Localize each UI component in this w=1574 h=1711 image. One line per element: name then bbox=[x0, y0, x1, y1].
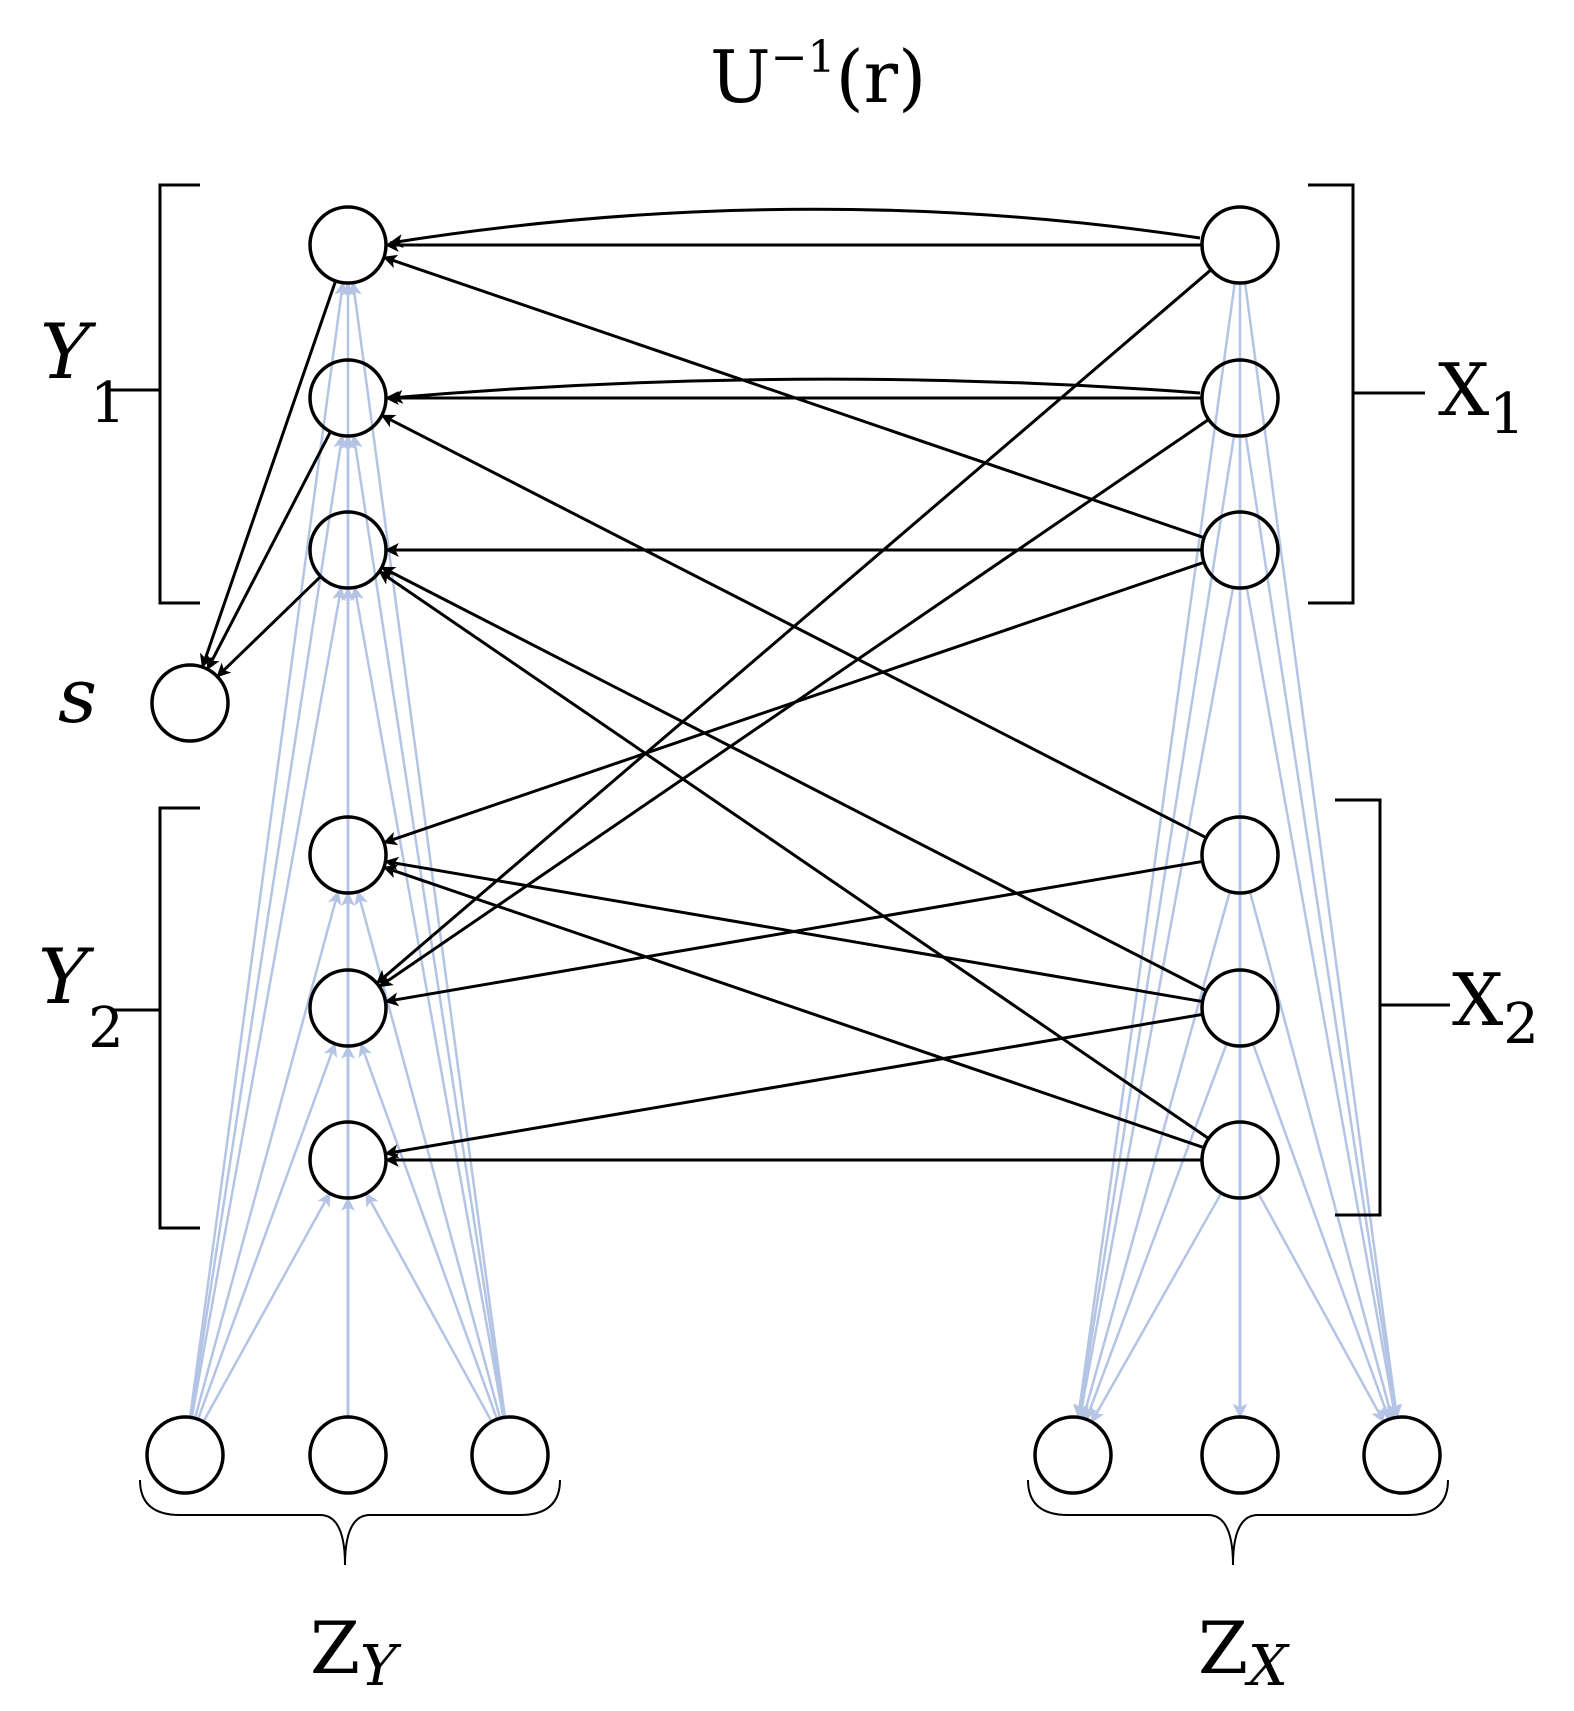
node-zy1 bbox=[145, 1415, 225, 1495]
node-y1a bbox=[308, 205, 388, 285]
node-x2b bbox=[1200, 968, 1280, 1048]
node-zy3 bbox=[470, 1415, 550, 1495]
latent-edge-x1a-zx1 bbox=[1073, 282, 1237, 1419]
edge-y1c-s bbox=[216, 575, 322, 678]
edge-x2b-y1c bbox=[380, 566, 1207, 992]
node-s bbox=[150, 663, 230, 743]
label-y2: Y2 bbox=[38, 932, 124, 1061]
title-base: U bbox=[710, 35, 771, 119]
latent-edge-x2a-zx3 bbox=[1248, 891, 1396, 1420]
label-zx: ZX bbox=[1198, 1606, 1290, 1699]
node-zx2 bbox=[1200, 1415, 1280, 1495]
latent-edge-x2c-zx1 bbox=[1090, 1192, 1223, 1423]
bracket-x2 bbox=[1335, 798, 1450, 1217]
edge-curve-x1a-y1a bbox=[388, 207, 1201, 248]
label-s: s bbox=[58, 651, 97, 740]
node-y1b bbox=[308, 358, 388, 438]
edge-y1b-s bbox=[206, 431, 332, 671]
label-x2: X2 bbox=[1452, 958, 1539, 1057]
bracket-y1 bbox=[110, 183, 200, 605]
latent-edge-zy1-y2a bbox=[193, 890, 342, 1419]
latent-edge-zy3-y2b bbox=[358, 1042, 499, 1420]
edge-x2a-y1b bbox=[380, 413, 1207, 840]
bracket-x1 bbox=[1308, 183, 1425, 605]
latent-edge-x1c-zx3 bbox=[1245, 587, 1400, 1419]
latent-edge-zy3-y1c bbox=[350, 586, 505, 1418]
brackets bbox=[110, 183, 1450, 1566]
edge-x2c-y2a bbox=[382, 864, 1205, 1150]
edge-x2c-y1c bbox=[378, 570, 1210, 1140]
latent-edge-x1a-zx3 bbox=[1243, 282, 1403, 1419]
latent-edge-zy1-y1a bbox=[188, 281, 349, 1418]
label-y1: Y1 bbox=[40, 307, 126, 436]
brace-zy bbox=[139, 1479, 561, 1566]
latent-edge-x2c-zx3 bbox=[1257, 1192, 1385, 1423]
edge-x1c-y2a bbox=[382, 560, 1205, 846]
edge-x1c-y1a bbox=[382, 254, 1205, 540]
node-y2a bbox=[308, 815, 388, 895]
node-y2b bbox=[308, 968, 388, 1048]
title-superscript: −1 bbox=[771, 32, 836, 83]
latent-edge-zy3-y1b bbox=[348, 434, 506, 1418]
causal-edge-group bbox=[199, 238, 1213, 1167]
node-x2c bbox=[1200, 1120, 1280, 1200]
latent-edge-x1b-zx1 bbox=[1074, 435, 1236, 1419]
brace-zx bbox=[1027, 1479, 1449, 1566]
diagram-title: U−1(r) bbox=[710, 32, 926, 119]
node-group bbox=[145, 205, 1442, 1495]
edge-x2b-y2a bbox=[384, 856, 1203, 1004]
latent-edge-zy3-y1a bbox=[347, 281, 507, 1418]
latent-edge-x2b-zx3 bbox=[1251, 1043, 1392, 1421]
node-x1a bbox=[1200, 205, 1280, 285]
node-y1c bbox=[308, 510, 388, 590]
bracket-y2 bbox=[110, 806, 200, 1230]
latent-edge-zy1-y2c bbox=[202, 1192, 331, 1423]
node-y2c bbox=[308, 1120, 388, 1200]
label-zy: ZY bbox=[310, 1606, 402, 1699]
node-zx3 bbox=[1362, 1415, 1442, 1495]
node-zx1 bbox=[1033, 1415, 1113, 1495]
latent-edge-zy1-y2b bbox=[196, 1042, 338, 1420]
node-x1c bbox=[1200, 510, 1280, 590]
latent-edge-x2a-zx1 bbox=[1079, 891, 1232, 1420]
latent-edge-zy1-y1b bbox=[189, 434, 348, 1418]
edge-x2b-y2c bbox=[384, 1012, 1203, 1159]
node-zy2 bbox=[308, 1415, 388, 1495]
label-x1: X1 bbox=[1438, 348, 1525, 447]
latent-edge-x1c-zx1 bbox=[1075, 587, 1235, 1419]
edge-curve-x1b-y1b bbox=[388, 377, 1201, 404]
curved-edge-group bbox=[388, 207, 1201, 404]
latent-edge-x1b-zx3 bbox=[1244, 435, 1402, 1419]
latent-edge-zy3-y2c bbox=[365, 1192, 493, 1423]
node-x1b bbox=[1200, 358, 1280, 438]
latent-edge-zy1-y1c bbox=[190, 586, 346, 1418]
title-argument: (r) bbox=[836, 35, 927, 119]
latent-edge-x2b-zx1 bbox=[1084, 1043, 1228, 1421]
edge-y1a-s bbox=[199, 280, 338, 669]
node-x2a bbox=[1200, 815, 1280, 895]
latent-edge-group bbox=[188, 281, 1403, 1423]
